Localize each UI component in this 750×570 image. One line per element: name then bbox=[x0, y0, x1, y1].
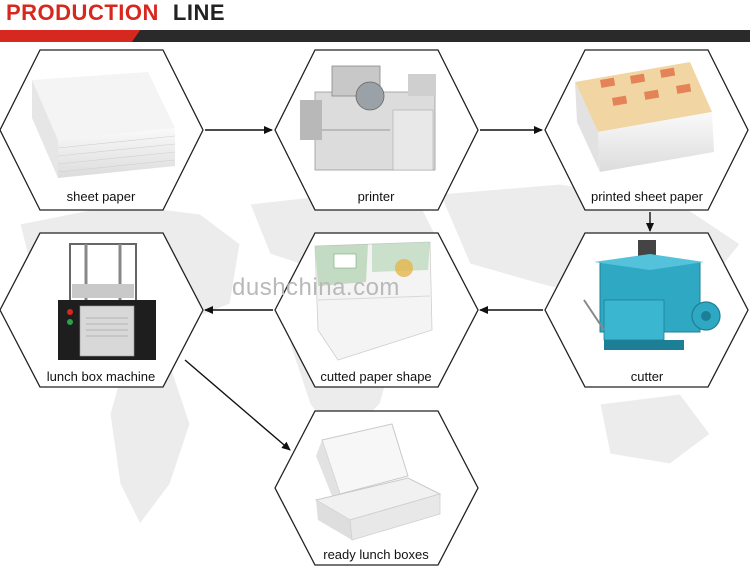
lunch-box-machine-image bbox=[58, 243, 156, 360]
step-sheet-paper bbox=[0, 49, 204, 211]
printer-machine-image bbox=[300, 65, 436, 171]
header: PRODUCTION LINE bbox=[0, 0, 750, 44]
connector-arrows bbox=[184, 126, 654, 451]
step-cutted-paper-shape bbox=[274, 232, 479, 388]
label-cutter: cutter bbox=[630, 369, 664, 384]
step-cutter bbox=[544, 232, 749, 388]
watermark: dushchina.com bbox=[232, 274, 400, 301]
step-printer bbox=[274, 49, 479, 211]
paper-stack-image bbox=[32, 72, 176, 178]
header-dark-bar bbox=[150, 30, 750, 42]
title-word-line: LINE bbox=[172, 0, 226, 25]
label-sheet-paper: sheet paper bbox=[66, 189, 136, 204]
label-printed-sheet-paper: printed sheet paper bbox=[590, 189, 704, 204]
label-ready-lunch-boxes: ready lunch boxes bbox=[323, 547, 429, 562]
step-ready-lunch-boxes bbox=[274, 410, 479, 566]
label-lunch-box-machine: lunch box machine bbox=[46, 369, 156, 384]
arrow-machine-to-boxes bbox=[184, 359, 291, 451]
page-title: PRODUCTION LINE bbox=[6, 0, 225, 26]
cutter-machine-image bbox=[583, 240, 721, 350]
label-cutted-paper-shape: cutted paper shape bbox=[320, 369, 432, 384]
label-printer: printer bbox=[357, 189, 395, 204]
header-red-bar bbox=[0, 30, 150, 42]
lunch-box-image bbox=[314, 423, 442, 541]
title-word-production: PRODUCTION bbox=[6, 0, 159, 25]
step-lunch-box-machine bbox=[0, 232, 204, 388]
printed-paper-image bbox=[575, 62, 714, 172]
step-printed-sheet-paper bbox=[544, 49, 749, 211]
cutted-paper-image bbox=[314, 241, 433, 361]
